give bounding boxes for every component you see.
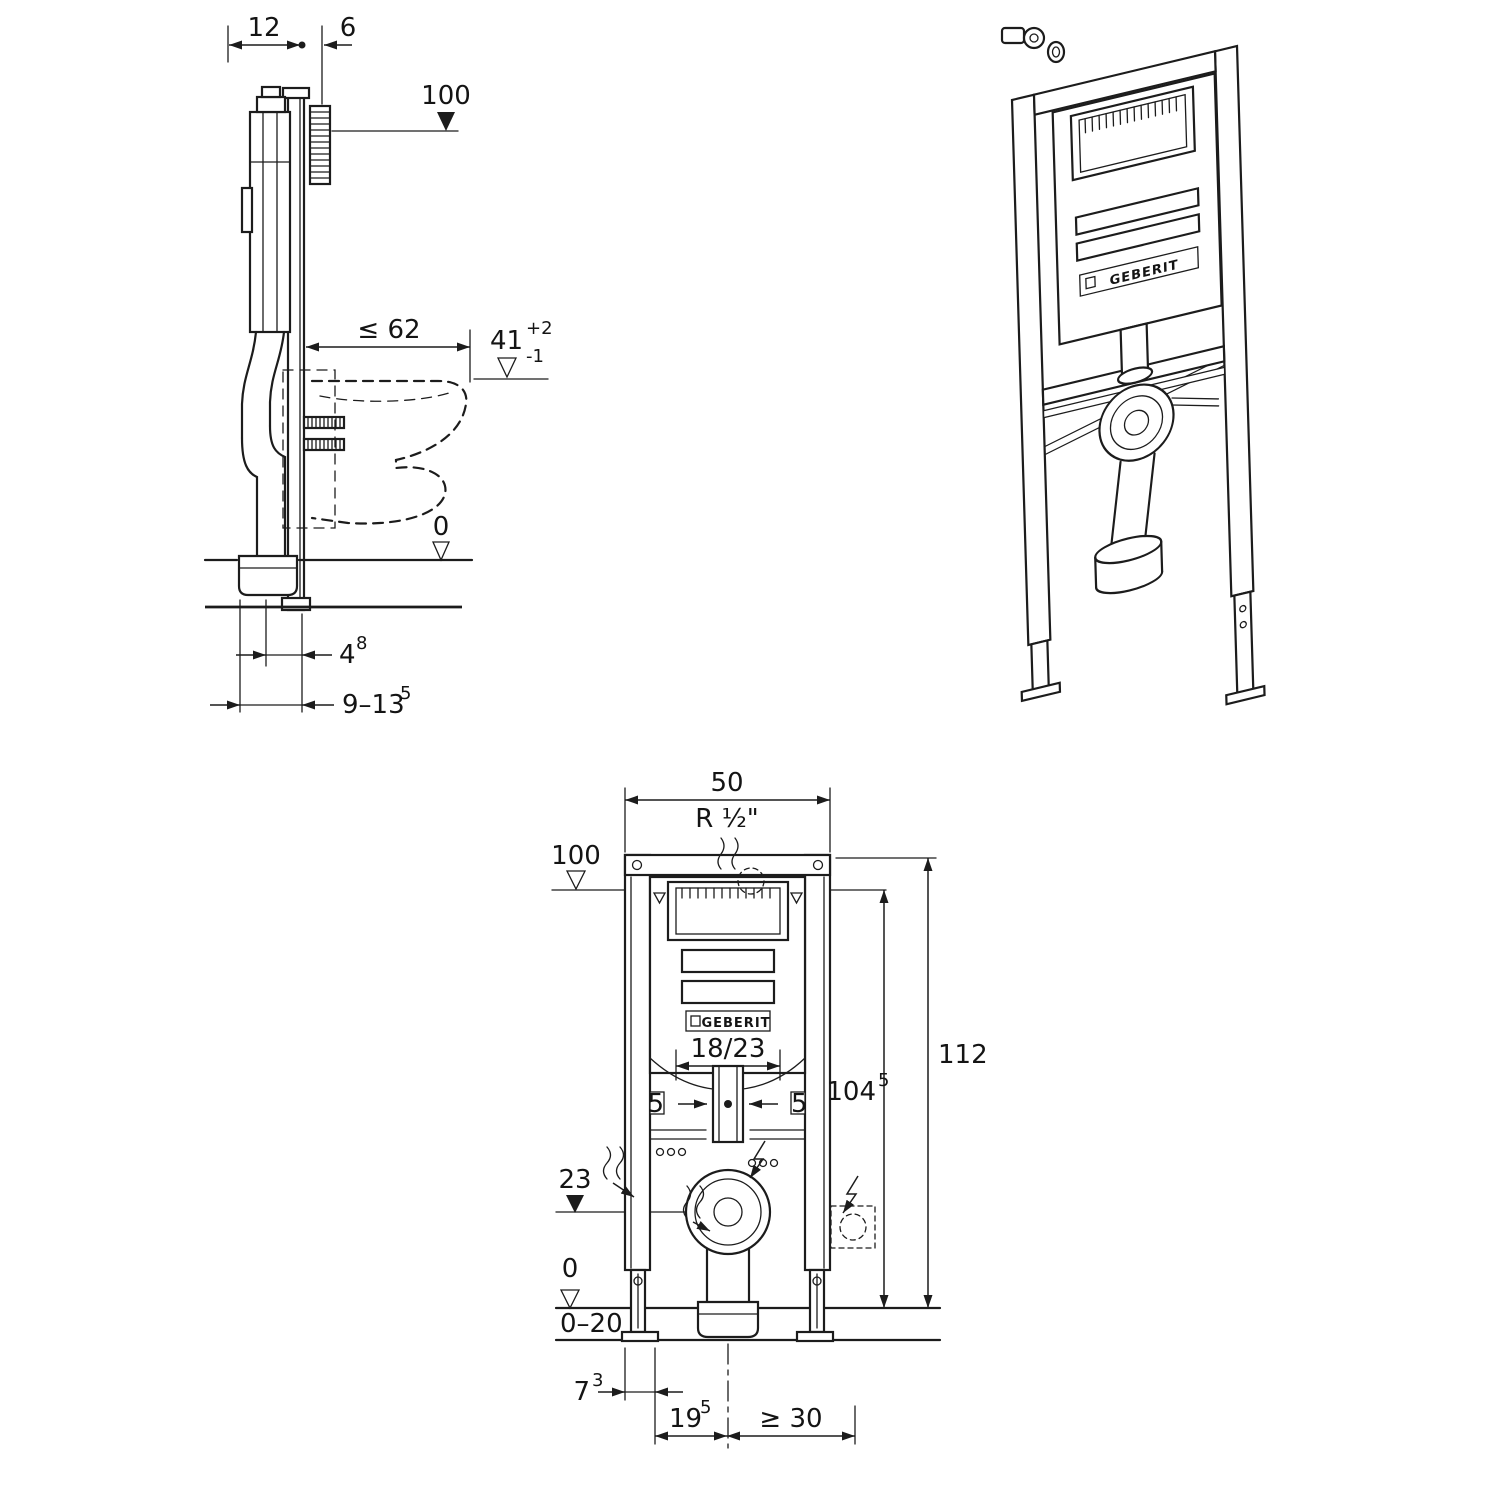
fv-dim-104: 104 5 [826,890,889,1308]
dim-913-sup: 5 [400,683,411,704]
water-wave-icon [731,837,739,870]
fv-bottom-dimensions: 7 3 19 5 ≥ 30 [573,1347,856,1445]
dim-30-label: ≥ 30 [759,1404,822,1434]
sv-wc-pan-outline [282,369,468,529]
fv-top-crossbar [623,853,832,877]
fv-level-0: 0 0–20 [559,1254,623,1339]
level-0-label: 0 [433,512,450,542]
fv-dim-1823: 18/23 [675,1034,781,1081]
fv-brand-plate [685,1010,771,1032]
reference-dot [298,41,306,49]
fv-dim-112: 112 [835,857,988,1308]
sv-top-dimensions: 12 6 [227,13,357,105]
iso-water-valve [1000,26,1066,64]
fv-frame [620,853,835,1343]
level-marker-filled [566,1195,584,1213]
fv-dim-5-5: 5 5 [647,1089,807,1119]
floor-range-label: 0–20 [560,1309,623,1339]
dim-48-label: 4 [339,640,356,670]
level-23-label: 23 [558,1165,591,1195]
dim-73-label: 7 [573,1377,590,1407]
fv-drain-collar [696,1300,760,1339]
dim-73-sup: 3 [592,1370,603,1391]
level-100-label: 100 [551,841,601,871]
dim-6-label: 6 [340,13,357,43]
fv-level-23: 23 [558,1165,592,1213]
fv-option-symbols [602,1140,876,1249]
dim-195-label: 19 [669,1404,702,1434]
dim-913-label: 9–13 [342,690,405,720]
dim-12-label: 12 [247,13,280,43]
iso-right-rail [1213,44,1255,598]
dim-104-label: 104 [826,1077,876,1107]
fv-cistern: GEBERIT [648,875,807,1168]
fv-level-100: 100 [551,841,601,891]
fv-water-connection: R ½" [695,804,765,895]
dim-5-left-label: 5 [647,1089,664,1119]
sv-cistern [240,85,292,334]
sv-dim-62: ≤ 62 [306,315,471,383]
fv-drain [684,1168,772,1449]
iso-outlet-bend [1098,383,1175,462]
iso-access-window [1069,85,1196,182]
water-wave-icon [615,1146,625,1180]
dim-41-label: 41 [490,326,523,356]
level-marker-open [431,541,451,562]
dim-41-tolerance-lower: -1 [526,346,544,367]
sv-mounting-bolts [302,415,346,452]
fv-outlet-bend [684,1168,772,1256]
iso-brand-plate [1079,245,1199,297]
sv-bottom-dimensions: 4 8 9–13 5 [210,599,411,720]
lightning-icon [749,1140,766,1179]
iso-left-rail [1010,93,1052,647]
fv-dim-50: 50 [624,768,831,853]
water-wave-icon [602,1146,612,1180]
electrical-box-position [830,1205,876,1249]
fv-left-rail [623,853,652,1272]
dim-48-sup: 8 [356,633,367,654]
level-marker-open [565,870,587,891]
fv-brand-label: GEBERIT [701,1016,770,1031]
sv-level-100: 100 [331,81,471,132]
water-wave-icon [717,837,725,870]
sv-flush-bend-and-drain [237,330,299,597]
front-view: GEBERIT 50 R ½" [551,768,988,1449]
iso-frame: GEBERIT [1010,44,1266,706]
dim-62-label: ≤ 62 [357,315,420,345]
iso-brand-logo-square [1085,275,1096,290]
water-wave-icon [682,1185,692,1219]
sv-level-0-floor: 0 [203,512,474,609]
level-marker-open [496,357,518,379]
level-marker-open [559,1289,581,1310]
iso-top-crossbar [1032,49,1217,117]
fv-access-window [666,880,790,942]
water-wave-icon [695,1185,705,1219]
fv-brand-logo-square [690,1015,701,1027]
dim-5-right-label: 5 [791,1089,808,1119]
iso-right-foot [1233,590,1255,697]
dim-1823-label: 18/23 [691,1034,766,1064]
dim-50-label: 50 [710,768,743,798]
dim-104-sup: 5 [878,1070,889,1091]
iso-drain-collar [1094,534,1163,565]
level-100-label: 100 [421,81,471,111]
isometric-view: GEBERIT [1000,26,1266,706]
level-0-label: 0 [562,1254,579,1284]
drain-collar [237,554,299,597]
dim-195-sup: 5 [700,1397,711,1418]
reference-dot [724,1100,732,1108]
sv-frame-rail [280,86,312,612]
dim-41-tolerance-upper: +2 [526,318,553,339]
iso-left-foot [1030,639,1050,694]
side-view: 12 6 100 [203,13,553,720]
water-connection-position [737,867,765,895]
sv-dim-41: 41 +2 -1 [473,318,553,380]
water-connection-label: R ½" [695,804,759,834]
level-marker-filled [437,112,455,131]
fv-right-rail [803,853,832,1272]
dim-112-label: 112 [938,1040,988,1070]
sv-actuator-plate [308,104,332,186]
lightning-icon [842,1175,859,1214]
